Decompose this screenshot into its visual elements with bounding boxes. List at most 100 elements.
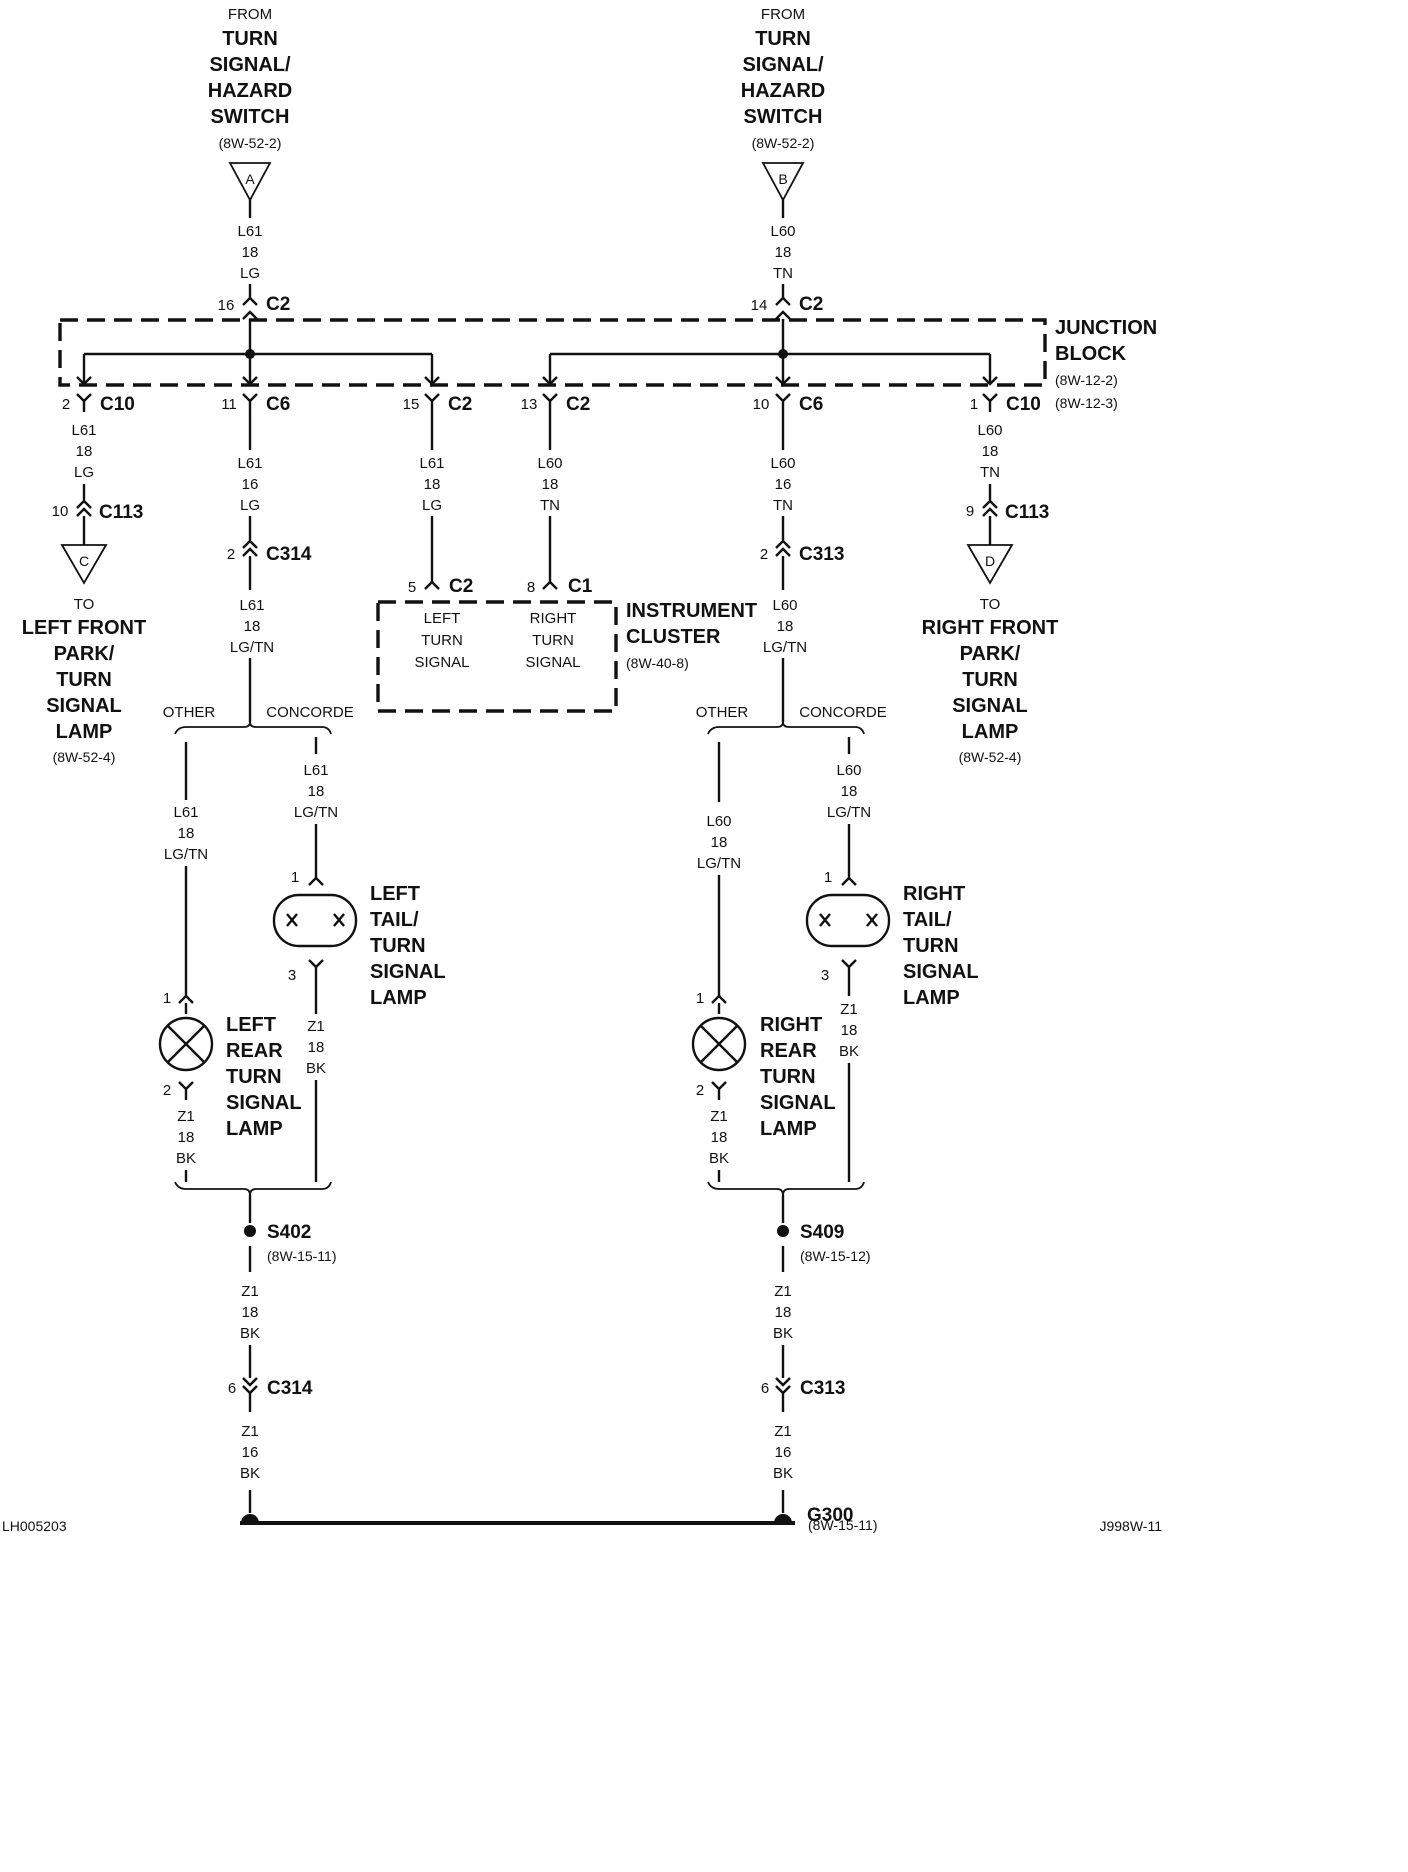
connector-symbol: [775, 296, 791, 320]
wire-color: LG/TN: [294, 804, 338, 821]
wire-gauge: 18: [76, 443, 93, 460]
wire-color: BK: [709, 1150, 729, 1167]
connector-name: C314: [267, 1378, 313, 1399]
source-name-line: SIGNAL/: [209, 54, 291, 76]
ic-name-line: CLUSTER: [626, 626, 721, 648]
source-name-line: SIGNAL/: [742, 54, 824, 76]
wire-circuit: Z1: [307, 1018, 325, 1035]
right-rear-turn-signal-lamp: 1 2 RIGHT REAR TURN SIGNAL LAMP: [691, 990, 836, 1140]
from-label: FROM: [228, 6, 272, 23]
connector-c2-pin14: 14 C2: [751, 294, 823, 320]
merge-bracket: [707, 1181, 865, 1196]
split-option: CONCORDE: [266, 704, 354, 721]
wire-color: BK: [240, 1465, 260, 1482]
diagram-svg: FROM TURN SIGNAL/ HAZARD SWITCH (8W-52-2…: [2, 6, 1162, 1534]
wiring-diagram: FROM TURN SIGNAL/ HAZARD SWITCH (8W-52-2…: [2, 6, 1163, 1534]
connector-name: C113: [1005, 502, 1049, 523]
wire-circuit: L60: [772, 597, 797, 614]
wire-color: LG/TN: [164, 846, 208, 863]
wire-color: TN: [773, 497, 793, 514]
lamp-body: [805, 893, 891, 948]
connector-name: C314: [266, 544, 312, 565]
wire-gauge: 18: [982, 443, 999, 460]
lamp-name-line: LEFT: [370, 883, 420, 905]
pin-number: 1: [163, 990, 171, 1007]
triangle-letter: A: [245, 171, 255, 187]
connector-symbol: [775, 1377, 791, 1395]
wire-color: TN: [540, 497, 560, 514]
wire-gauge: 16: [242, 476, 259, 493]
wire-circuit: L61: [71, 422, 96, 439]
ic-name-line: INSTRUMENT: [626, 600, 757, 622]
ic-input-label: SIGNAL: [414, 654, 469, 671]
connector-symbol: [424, 580, 558, 590]
to-label: TO: [74, 596, 95, 613]
connector-symbol: [242, 393, 258, 412]
connector-triangle-a: [228, 162, 272, 202]
dest-name-line: TURN: [56, 669, 112, 691]
split-bracket: [174, 721, 332, 735]
arrowheads: [542, 376, 998, 386]
pin-number: 14: [751, 297, 768, 314]
lamp-bulb-cross: [700, 1025, 738, 1063]
connector-symbol: [711, 1081, 727, 1100]
connector-name: C2: [266, 294, 290, 315]
wire-circuit: L60: [537, 455, 562, 472]
wire-circuit: L61: [239, 597, 264, 614]
connector-name: C313: [799, 544, 844, 565]
lamp-name-line: REAR: [226, 1040, 283, 1062]
lamp-name-line: RIGHT: [760, 1014, 822, 1036]
connector-symbol: [242, 539, 258, 557]
wire-gauge: 18: [244, 618, 261, 635]
wire-gauge: 18: [775, 1304, 792, 1321]
source-ref: (8W-52-2): [219, 135, 282, 151]
source-name-line: SWITCH: [744, 106, 823, 128]
pin-number: 1: [696, 990, 704, 1007]
pin-number: 15: [403, 396, 420, 413]
pin-number: 2: [227, 546, 235, 563]
ic-input-label: SIGNAL: [525, 654, 580, 671]
wire-color: LG/TN: [763, 639, 807, 656]
source-name-line: SWITCH: [211, 106, 290, 128]
output-connectors: 2 C10 11 C6 15 C2 13 C2 10 C6 1 C10: [62, 393, 1041, 415]
ic-ref: (8W-40-8): [626, 655, 689, 671]
connector-symbol: [711, 994, 727, 1014]
lamp-name-line: SIGNAL: [226, 1092, 302, 1114]
lamp-name-line: LAMP: [903, 987, 960, 1009]
wire-circuit: Z1: [840, 1001, 858, 1018]
wire-gauge: 18: [242, 244, 259, 261]
ground-name: G300: [807, 1505, 853, 1526]
pin-number: 9: [966, 503, 974, 520]
connector-symbol: [775, 393, 791, 412]
connector-c313-top: 2 C313: [760, 539, 844, 565]
split-option: OTHER: [163, 704, 216, 721]
wire-gauge: 18: [775, 244, 792, 261]
wire-circuit: Z1: [241, 1283, 259, 1300]
ic-input-label: TURN: [532, 632, 574, 649]
lamp-name-line: SIGNAL: [903, 961, 979, 983]
jb-name-line: BLOCK: [1055, 343, 1127, 365]
lamp-name-line: LEFT: [226, 1014, 276, 1036]
triangle-letter: D: [985, 553, 995, 569]
left-rear-turn-signal-lamp: 1 2 LEFT REAR TURN SIGNAL LAMP: [158, 990, 302, 1140]
connector-triangle-d: [966, 544, 1014, 585]
wire-color: BK: [306, 1060, 326, 1077]
lamp-name-line: LAMP: [226, 1118, 283, 1140]
source-name-line: TURN: [755, 28, 811, 50]
splice-ref: (8W-15-12): [800, 1248, 871, 1264]
source-name-line: HAZARD: [741, 80, 825, 102]
splice-s402: S402 (8W-15-11): [244, 1222, 337, 1264]
pin-number: 1: [970, 396, 978, 413]
wire-color: BK: [176, 1150, 196, 1167]
connector-name: C2: [449, 576, 473, 597]
connector-symbol: [76, 499, 92, 517]
lamp-bulb: [158, 1016, 214, 1072]
dest-name-line: TURN: [962, 669, 1018, 691]
junction-block-box: [58, 318, 1047, 387]
wire-circuit: Z1: [710, 1108, 728, 1125]
connector-name: C113: [99, 502, 143, 523]
connector-symbol: [982, 393, 998, 412]
lamp-name-line: REAR: [760, 1040, 817, 1062]
wire-gauge: 18: [841, 1022, 858, 1039]
wire-gauge: 18: [308, 1039, 325, 1056]
